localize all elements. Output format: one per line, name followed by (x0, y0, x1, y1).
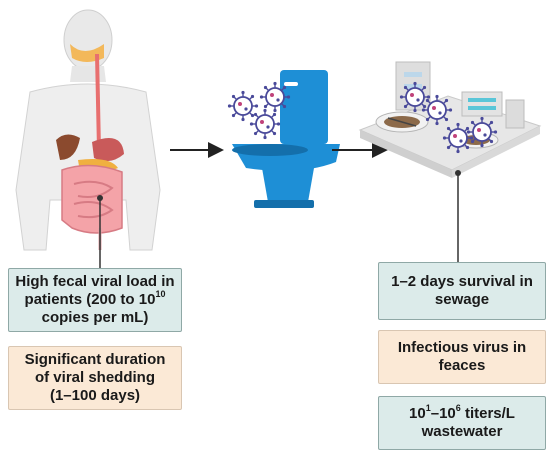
fecal-viral-load-box: High fecal viral load in patients (200 t… (8, 268, 182, 332)
virus-icon (441, 122, 475, 155)
titers-base-low: 10 (409, 405, 426, 422)
titers-exponent-low: 1 (425, 403, 431, 413)
wastewater-titers-box: 101–106 titers/L wastewater (378, 396, 546, 450)
virus-icon (248, 108, 282, 141)
wastewater-plant-icon (358, 61, 542, 178)
fecal-viral-load-line1: High fecal viral load in (15, 273, 175, 290)
infectious-virus-line1: Infectious virus in (397, 339, 527, 356)
virus-icon (258, 81, 292, 113)
fecal-viral-load-exponent: 10 (155, 289, 166, 299)
wastewater-titers-line1: 101–106 titers/L (409, 403, 515, 423)
toilet-icon (232, 70, 340, 208)
titers-unit: titers/L (460, 405, 515, 422)
virus-icon (465, 116, 499, 149)
fecal-viral-load-line2-text: patients (200 to 10 (24, 291, 156, 308)
fecal-viral-load-line3: copies per mL) (41, 309, 149, 326)
fecal-viral-load-line2: patients (200 to 1010 (15, 289, 174, 309)
sewage-survival-line2: sewage (434, 291, 490, 308)
human-body-icon (15, 9, 161, 251)
virus-icon (420, 94, 454, 126)
shedding-duration-line2: of viral shedding (34, 369, 155, 386)
shedding-duration-line1: Significant duration (24, 351, 166, 368)
titers-exponent-high: 6 (455, 403, 461, 413)
shedding-duration-box: Significant duration of viral shedding (… (8, 346, 182, 410)
infectious-virus-line2: feaces (438, 357, 486, 374)
wastewater-titers-line2: wastewater (421, 423, 503, 440)
infectious-virus-box: Infectious virus in feaces (378, 330, 546, 384)
sewage-survival-box: 1–2 days survival in sewage (378, 262, 546, 320)
shedding-duration-line3: (1–100 days) (49, 387, 141, 404)
virus-icon (226, 90, 260, 122)
titers-base-high: –10 (430, 405, 456, 422)
virus-icon (398, 81, 432, 113)
sewage-survival-line1: 1–2 days survival in (391, 273, 533, 290)
